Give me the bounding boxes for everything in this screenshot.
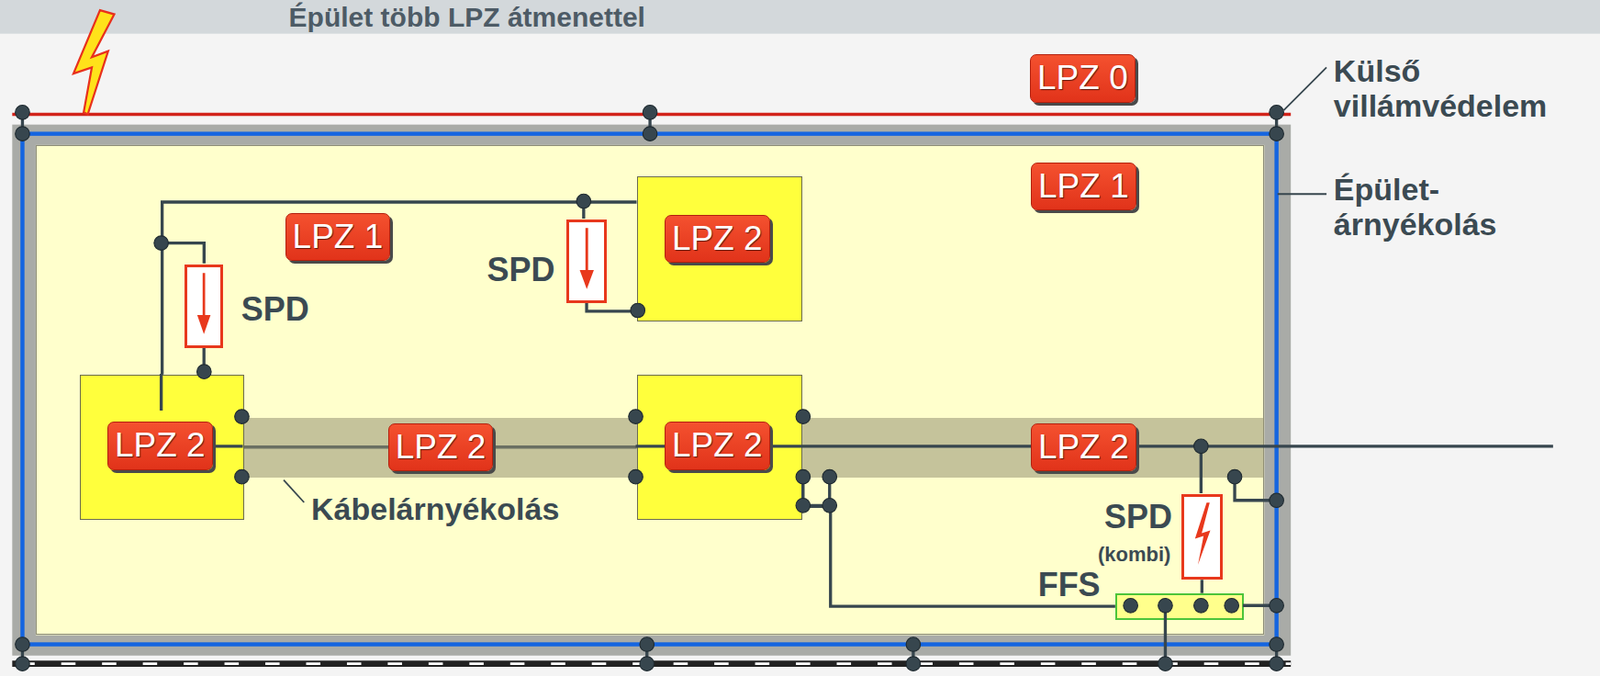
lightning-bolt xyxy=(73,10,114,114)
junction-dot xyxy=(154,235,169,251)
node-label: FFS xyxy=(1038,568,1101,602)
callout-label: Kábelárnyékolás xyxy=(311,492,560,526)
junction-dot xyxy=(15,656,31,672)
building-shield xyxy=(11,124,1291,656)
junction-dot xyxy=(15,637,31,652)
zone-badge: LPZ 2 xyxy=(664,214,771,263)
junction-dot xyxy=(1269,105,1285,121)
zone-badge: LPZ 2 xyxy=(107,421,213,470)
connection-wire xyxy=(802,505,1116,606)
zone-badge: LPZ 2 xyxy=(664,421,771,470)
junction-dot xyxy=(630,302,646,318)
node-label: SPD xyxy=(241,292,310,326)
zone-badge: LPZ 2 xyxy=(388,423,494,471)
zone-badge: LPZ 1 xyxy=(1030,162,1137,211)
junction-dot xyxy=(576,193,592,209)
junction-dot xyxy=(15,126,31,142)
spd-arrow-symbol xyxy=(187,267,221,346)
connection-wire xyxy=(586,302,637,312)
spd-bolt-symbol xyxy=(1184,496,1220,577)
junction-dot xyxy=(197,364,213,380)
junction-dot xyxy=(628,469,644,484)
bolt-symbol xyxy=(1194,501,1212,573)
lpz1-zone: LPZ 1LPZ 2LPZ 2LPZ 2LPZ 2LPZ 2SPDSPDSPD(… xyxy=(35,145,1265,636)
arrow-shaft xyxy=(202,272,206,317)
spd-box: SPD xyxy=(184,264,224,348)
leader-line xyxy=(1283,67,1327,111)
signal-wire xyxy=(161,201,584,411)
lpz1-ground xyxy=(35,145,1265,636)
cable-wire xyxy=(203,446,1554,501)
junction-dot xyxy=(642,126,658,142)
cable-shield: LPZ 2 xyxy=(244,417,638,479)
junction-dot xyxy=(1158,656,1174,672)
junction-dot xyxy=(234,469,250,484)
junction-dot xyxy=(795,498,811,514)
zone-badge: LPZ 1 xyxy=(285,212,392,261)
junction-dot xyxy=(1227,469,1242,484)
junction-dot xyxy=(1269,126,1285,142)
node-label: SPD xyxy=(487,253,556,287)
junction-dots xyxy=(15,105,1285,672)
junction-dot xyxy=(234,409,250,425)
junction-dot xyxy=(1269,492,1285,508)
node-label: SPD xyxy=(1104,500,1173,534)
zone-badge: LPZ 0 xyxy=(1029,54,1136,102)
junction-dot xyxy=(1269,637,1285,652)
arrow-head xyxy=(579,269,594,290)
arrow-shaft xyxy=(585,227,589,272)
arrow-head xyxy=(197,314,211,335)
side-label: Épület- árnyékolás xyxy=(1333,171,1564,242)
side-label: Külső villámvédelem xyxy=(1333,53,1564,124)
junction-dot xyxy=(639,637,655,652)
lpz2-room: LPZ 2 xyxy=(637,176,803,322)
leader-line xyxy=(283,480,304,503)
leader-lines xyxy=(283,67,1327,503)
junction-dot xyxy=(822,498,838,514)
node-label: (kombi) xyxy=(1097,544,1171,565)
shield-line xyxy=(22,134,1276,645)
junction-dot xyxy=(822,469,838,484)
junction-dot xyxy=(628,409,644,425)
junction-dot xyxy=(642,105,658,121)
junction-dot xyxy=(1194,438,1209,454)
spd-combi-box: SPD(kombi) xyxy=(1181,493,1222,580)
junction-dot xyxy=(1224,598,1240,614)
junction-dot xyxy=(639,656,655,672)
zone-badge: LPZ 2 xyxy=(1030,423,1137,471)
page-title: Épület több LPZ átmenettel xyxy=(289,1,646,34)
header-bar xyxy=(0,0,1600,34)
junction-dot xyxy=(795,409,811,425)
wires xyxy=(22,111,1553,663)
junction-dot xyxy=(15,105,31,121)
leader-line xyxy=(1277,192,1327,195)
bond-wire xyxy=(22,111,1276,663)
bonding-wire xyxy=(803,476,1277,663)
connection-wire xyxy=(1200,579,1204,593)
junction-dot xyxy=(1269,656,1285,672)
junction-dot xyxy=(1269,598,1285,614)
junction-dot xyxy=(906,656,921,672)
spd-box: SPD xyxy=(566,219,607,303)
junction-dot xyxy=(1158,598,1174,614)
junction-dot xyxy=(1123,598,1139,614)
spd-arrow-symbol xyxy=(569,222,605,301)
earth-line-dash xyxy=(20,661,1291,665)
junction-dot xyxy=(795,469,811,484)
connection-wire xyxy=(162,201,638,375)
junction-dot xyxy=(906,637,921,652)
junction-dot xyxy=(1194,598,1209,614)
